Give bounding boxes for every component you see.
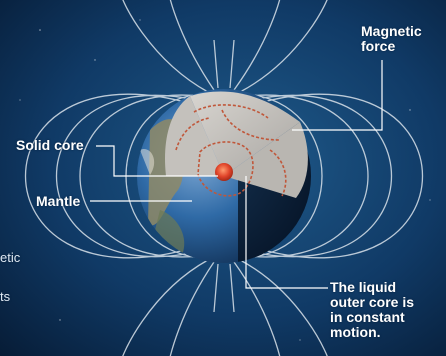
callout-magnetic-force <box>292 60 383 131</box>
callout-solid-core <box>96 145 218 177</box>
cropped-left-text-1: etic <box>0 250 21 265</box>
liquid-outer-core-label: The liquid outer core is in constant mot… <box>330 279 415 340</box>
cropped-left-text-2: ts <box>0 289 11 304</box>
solid-inner-core <box>215 163 233 181</box>
mantle-label: Mantle <box>36 193 81 209</box>
cutaway-top <box>190 91 300 176</box>
core-boundary-dashes <box>175 104 287 197</box>
magnetic-field-lines <box>24 0 424 356</box>
magnetic-force-label: Magnetic force <box>361 23 422 54</box>
callout-liquid-outer-core <box>245 176 328 289</box>
cutaway-right <box>224 122 308 198</box>
star-field <box>19 19 431 341</box>
cutaway-left <box>165 96 224 176</box>
callout-lines <box>90 60 383 289</box>
solid-core-label: Solid core <box>16 137 84 153</box>
